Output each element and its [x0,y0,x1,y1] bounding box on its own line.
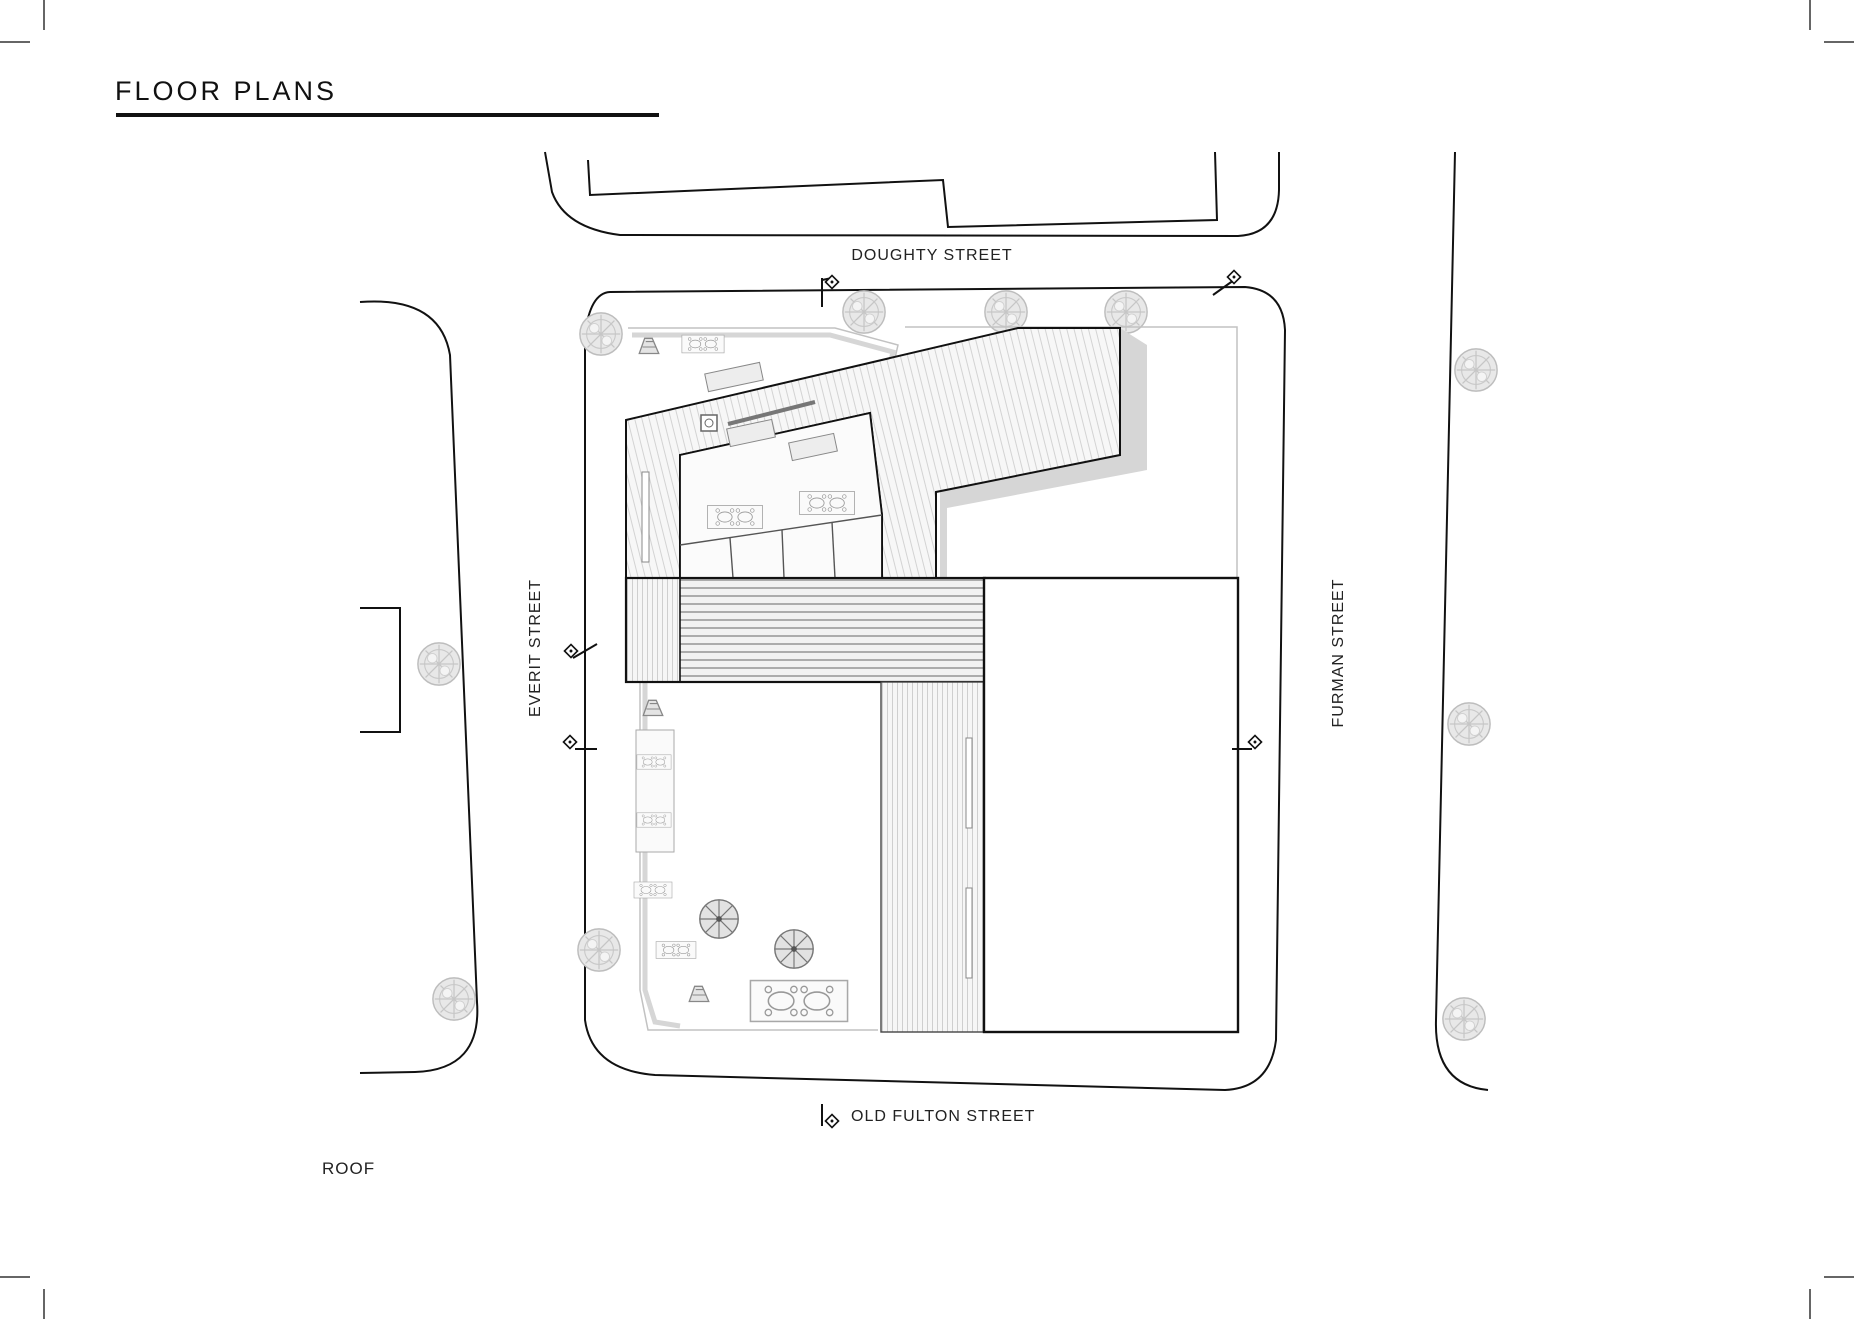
courtyard-planters [679,514,883,579]
skylight-b [965,887,973,979]
bridge-walkway [679,577,986,683]
cafe-table-icon [681,334,725,354]
entry-marker-west-b [562,734,578,750]
umbrella-table-icon [774,929,814,969]
street-curbs [359,151,1489,1092]
roof-deck-west [625,577,683,683]
roof-deck-south-strip [880,681,986,1033]
entry-marker-south [824,1113,840,1129]
bench-icon [704,361,764,393]
page-title: FLOOR PLANS [115,76,338,106]
west-skylight [641,471,650,563]
chair-icon [638,337,660,355]
inner-courtyard [679,411,883,579]
chair-icon [688,985,710,1003]
main-building-roof [982,576,1240,1034]
bench-icon [726,418,776,448]
entry-marker-icon [572,277,1252,1126]
umbrella-table-icon [699,899,739,939]
title-underline [116,113,659,117]
entry-marker-east [1247,734,1263,750]
street-label-west: EVERIT STREET [527,579,544,717]
street-label-east: FURMAN STREET [1330,579,1347,728]
cafe-table-icon [707,504,763,530]
cafe-table-icon [635,729,675,853]
skylight-a [965,737,973,829]
terrace-furniture [633,334,855,1023]
volume-shadow [940,328,1147,578]
street-label-north: DOUGHTY STREET [851,247,1012,264]
cafe-table-icon [799,490,855,516]
bench-icon [788,432,838,462]
plan-level-label: ROOF [322,1159,375,1178]
street-label-south: OLD FULTON STREET [851,1108,1035,1125]
entry-marker-north-b [1226,269,1242,285]
cafe-table-icon [749,979,849,1023]
entry-marker-north-a [824,274,840,290]
